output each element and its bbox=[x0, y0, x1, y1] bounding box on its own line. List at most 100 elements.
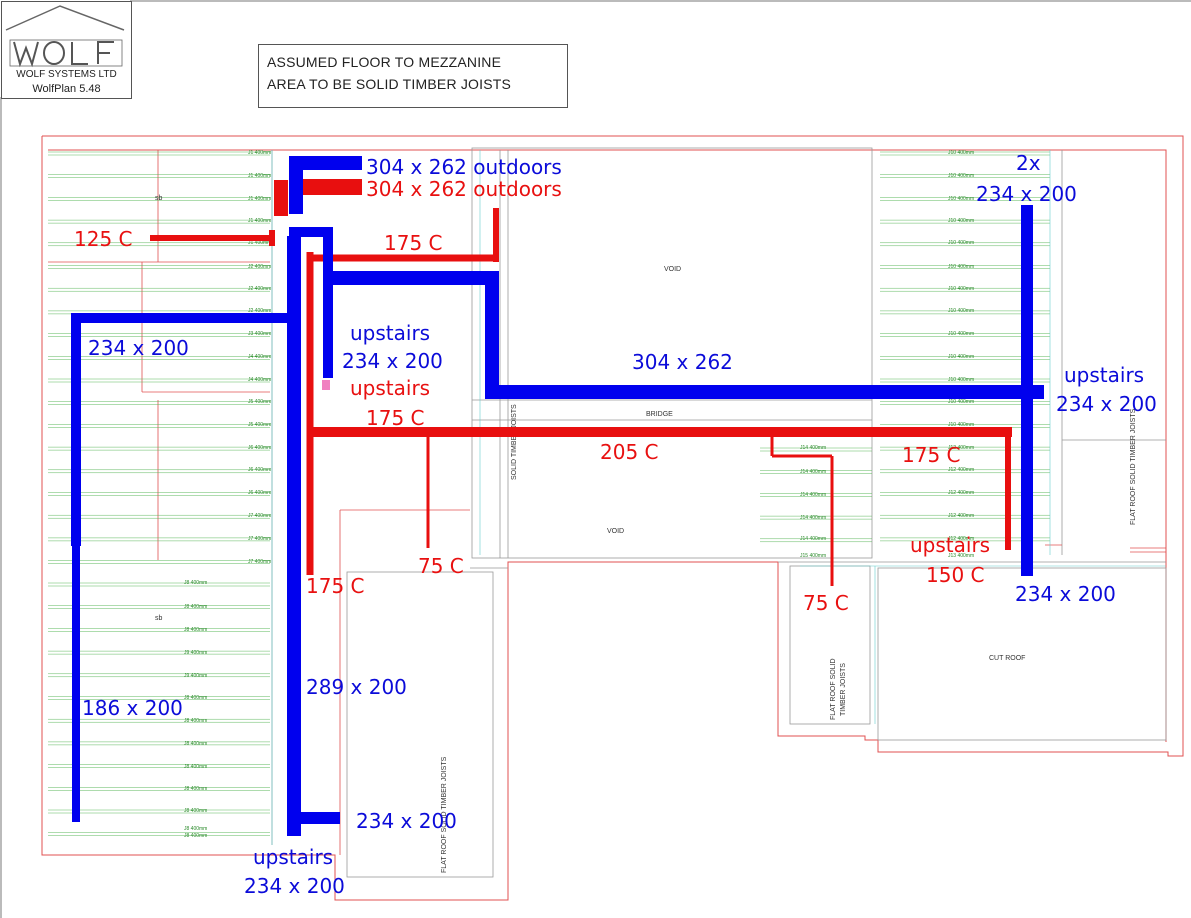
joist-label-j7: J7 400mm bbox=[248, 536, 271, 542]
joist-label-j2: J2 400mm bbox=[248, 286, 271, 292]
label-186: 186 x 200 bbox=[82, 696, 183, 720]
joist-label-j10: J10 400mm bbox=[948, 264, 974, 270]
outer-wall bbox=[41, 135, 1184, 901]
joist-label-j4: J4 400mm bbox=[248, 377, 271, 383]
flat-roof-right-label: FLAT ROOF SOLID TIMBER JOISTS bbox=[1130, 408, 1137, 525]
solid-timber-joists-label: SOLID TIMBER JOISTS bbox=[511, 404, 518, 480]
joist-label-j10: J10 400mm bbox=[948, 286, 974, 292]
joist-label-j1: J1 400mm bbox=[248, 218, 271, 224]
inner-walls bbox=[48, 150, 1166, 855]
joist-label-j5: J5 400mm bbox=[248, 399, 271, 405]
joist-label-j2: J2 400mm bbox=[248, 308, 271, 314]
joist-label-j9: J9 400mm bbox=[184, 650, 207, 656]
joist-label-j8: J8 400mm bbox=[184, 826, 207, 832]
label-mid-234: 234 x 200 bbox=[342, 349, 443, 373]
joist-label-j8: J8 400mm bbox=[184, 741, 207, 747]
label-upstairs-bottom: upstairs bbox=[253, 845, 333, 869]
label-bottom-234: 234 x 200 bbox=[356, 809, 457, 833]
note-line-1: ASSUMED FLOOR TO MEZZANINE bbox=[267, 54, 502, 70]
joist-label-j8: J8 400mm bbox=[184, 808, 207, 814]
joist-label-j10: J10 400mm bbox=[948, 422, 974, 428]
joist-label-j15: J15 400mm bbox=[800, 553, 826, 559]
label-right-234: 234 x 200 bbox=[1056, 392, 1157, 416]
joist-label-j8: J8 400mm bbox=[184, 695, 207, 701]
flat-roof-bottom-label: FLAT ROOF SOLID TIMBER JOISTS bbox=[441, 756, 448, 873]
label-2x: 2x bbox=[1016, 151, 1041, 175]
duct-blue-234-left bbox=[71, 313, 294, 546]
joist-label-j8: J8 400mm bbox=[184, 604, 207, 610]
flat-roof-mid-label: TIMBER JOISTS bbox=[840, 663, 847, 716]
label-upstairs-red-right: upstairs bbox=[910, 533, 990, 557]
joist-label-j8: J8 400mm bbox=[184, 833, 207, 839]
label-205c: 205 C bbox=[600, 440, 659, 464]
plan-labels: VOID VOID BRIDGE CUT ROOF sb sb SOLID TI… bbox=[155, 195, 1137, 873]
label-175c-bottom: 175 C bbox=[306, 574, 365, 598]
joist-label-j6: J6 400mm bbox=[248, 467, 271, 473]
joist-label-j10: J10 400mm bbox=[948, 196, 974, 202]
label-upstairs-right: upstairs bbox=[1064, 363, 1144, 387]
joist-label-j14: J14 400mm bbox=[800, 515, 826, 521]
label-175c-right: 175 C bbox=[902, 443, 961, 467]
void-label: VOID bbox=[607, 528, 624, 535]
joist-label-j8: J8 400mm bbox=[184, 580, 207, 586]
joist-label-j8: J8 400mm bbox=[184, 718, 207, 724]
company-name: WOLF SYSTEMS LTD bbox=[16, 69, 117, 80]
label-upstairs-red: upstairs bbox=[350, 376, 430, 400]
joist-label-j9: J9 400mm bbox=[184, 673, 207, 679]
joist-label-j7: J7 400mm bbox=[248, 513, 271, 519]
joist-label-j8: J8 400mm bbox=[184, 764, 207, 770]
joist-label-j4: J4 400mm bbox=[248, 354, 271, 360]
joist-label-j12: J12 400mm bbox=[948, 467, 974, 473]
joist-lines bbox=[48, 151, 1050, 836]
joist-label-j6: J6 400mm bbox=[248, 490, 271, 496]
label-75c-right: 75 C bbox=[803, 591, 849, 615]
cut-roof-label: CUT ROOF bbox=[989, 655, 1025, 662]
void-label: VOID bbox=[664, 266, 681, 273]
joist-label-j14: J14 400mm bbox=[800, 445, 826, 451]
joist-label-j10: J10 400mm bbox=[948, 173, 974, 179]
joist-label-j10: J10 400mm bbox=[948, 240, 974, 246]
joist-label-j8: J8 400mm bbox=[184, 627, 207, 633]
joist-label-j10: J10 400mm bbox=[948, 377, 974, 383]
label-outdoors-blue: 304 x 262 outdoors bbox=[366, 155, 562, 179]
label-left-234: 234 x 200 bbox=[88, 336, 189, 360]
logo-box: WOLF SYSTEMS LTD WolfPlan 5.48 bbox=[1, 1, 132, 99]
label-75c-mid: 75 C bbox=[418, 554, 464, 578]
joist-label-j10: J10 400mm bbox=[948, 308, 974, 314]
label-289: 289 x 200 bbox=[306, 675, 407, 699]
joist-label-j12: J12 400mm bbox=[948, 536, 974, 542]
duct-labels: 304 x 262 outdoors 304 x 262 outdoors 2x… bbox=[74, 151, 1157, 898]
joist-label-j10: J10 400mm bbox=[948, 399, 974, 405]
cyan-lines bbox=[271, 150, 1166, 845]
joist-label-j14: J14 400mm bbox=[800, 469, 826, 475]
joist-label-j14: J14 400mm bbox=[800, 536, 826, 542]
label-125c: 125 C bbox=[74, 227, 133, 251]
joist-label-j14: J14 400mm bbox=[800, 492, 826, 498]
label-top-right-234: 234 x 200 bbox=[976, 182, 1077, 206]
joist-label-j12: J12 400mm bbox=[948, 445, 974, 451]
label-bottom-upstairs-234: 234 x 200 bbox=[244, 874, 345, 898]
joist-label-j12: J12 400mm bbox=[948, 513, 974, 519]
label-outdoors-red: 304 x 262 outdoors bbox=[366, 177, 562, 201]
joist-label-j1: J1 400mm bbox=[248, 173, 271, 179]
joist-label-j5: J5 400mm bbox=[248, 422, 271, 428]
label-upstairs-mid: upstairs bbox=[350, 321, 430, 345]
software-version: WolfPlan 5.48 bbox=[32, 83, 101, 95]
label-175c-mid: 175 C bbox=[366, 406, 425, 430]
label-150c: 150 C bbox=[926, 563, 985, 587]
joist-label-j8: J8 400mm bbox=[184, 786, 207, 792]
note-line-2: AREA TO BE SOLID TIMBER JOISTS bbox=[267, 76, 512, 92]
joist-label-j6: J6 400mm bbox=[248, 445, 271, 451]
label-bottom-right-234: 234 x 200 bbox=[1015, 582, 1116, 606]
joist-label-j10: J10 400mm bbox=[948, 218, 974, 224]
sb-label: sb bbox=[155, 195, 163, 202]
joist-label-j1: J1 400mm bbox=[248, 240, 271, 246]
joist-label-j12: J12 400mm bbox=[948, 490, 974, 496]
joist-label-j13: J13 400mm bbox=[948, 553, 974, 559]
supply-ducts bbox=[71, 156, 1044, 836]
bridge-label: BRIDGE bbox=[646, 411, 673, 418]
joist-labels: J1 400mm J1 400mm J1 400mm J1 400mm J1 4… bbox=[184, 150, 974, 839]
note-box: ASSUMED FLOOR TO MEZZANINE AREA TO BE SO… bbox=[258, 44, 568, 108]
